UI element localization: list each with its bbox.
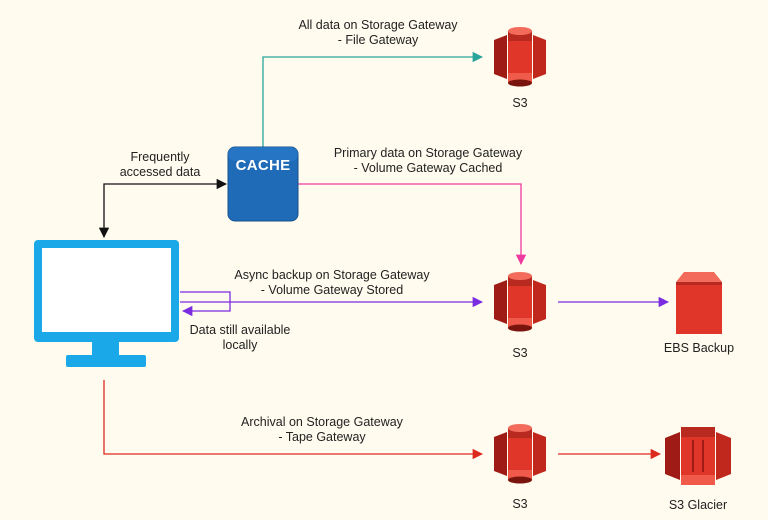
ebs-backup-icon [676, 272, 722, 334]
cache-node: CACHE [227, 146, 299, 222]
frequently-accessed-label: Frequently accessed data [119, 150, 201, 179]
s3-middle-icon [494, 272, 546, 332]
s3-middle-label: S3 [512, 346, 528, 360]
s3-glacier-icon [665, 427, 731, 485]
volume-cached-arrow [298, 183, 527, 266]
frequently-accessed-arrow [98, 178, 228, 239]
file-gateway-label: All data on Storage Gateway - File Gatew… [298, 18, 458, 47]
tape-gateway-label: Archival on Storage Gateway - Tape Gatew… [241, 415, 403, 444]
volume-stored-label: Async backup on Storage Gateway - Volume… [234, 268, 430, 297]
s3-bottom-label: S3 [512, 497, 528, 511]
s3-top-icon [494, 27, 546, 87]
s3-bottom-icon [494, 424, 546, 484]
cache-label: CACHE [236, 157, 291, 174]
still-available-label: Data still available locally [189, 323, 291, 352]
monitor-icon [34, 240, 179, 367]
tape-gateway-arrow [103, 380, 484, 460]
s3-top-label: S3 [512, 96, 528, 110]
file-gateway-arrow [262, 51, 484, 147]
s3-glacier-label: S3 Glacier [668, 498, 728, 512]
volume-cached-label: Primary data on Storage Gateway - Volume… [333, 146, 523, 175]
ebs-backup-label: EBS Backup [663, 341, 735, 355]
still-available-arrow [180, 291, 231, 317]
